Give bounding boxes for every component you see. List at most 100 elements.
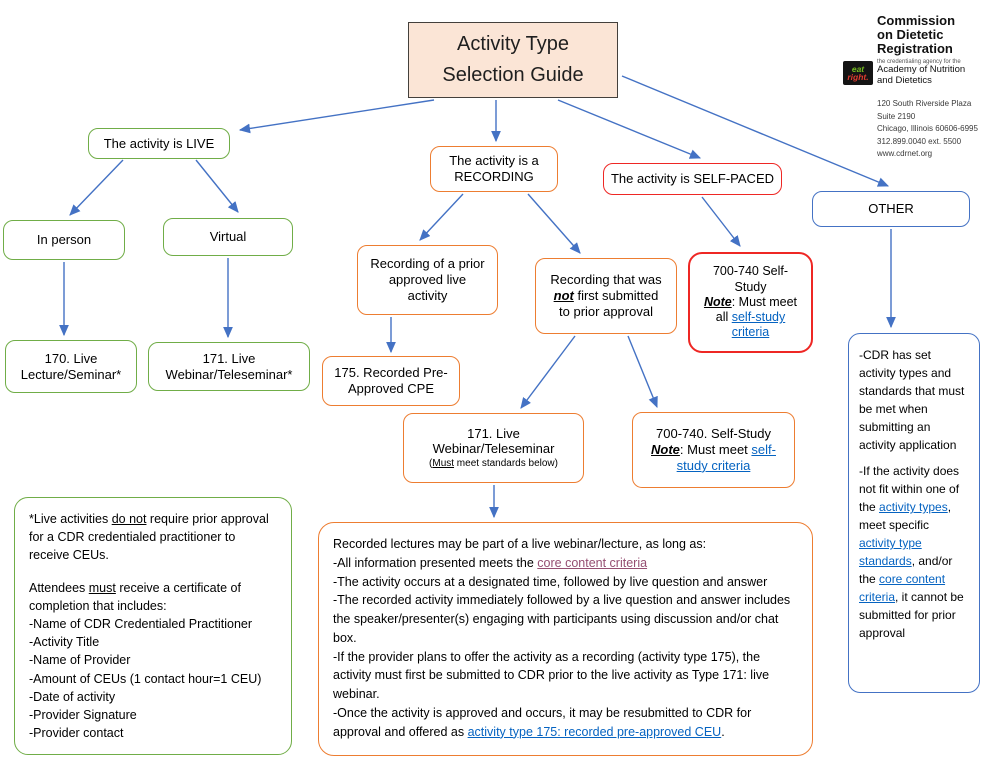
node-label: 700-740 Self-: [712, 264, 789, 279]
node-171-live-webinar: 171. Live Webinar/Teleseminar*: [148, 342, 310, 391]
self-study-criteria-link[interactable]: self-study criteria: [731, 310, 786, 340]
recorded-lecture-standards-box: Recorded lectures may be part of a live …: [318, 522, 813, 756]
node-label: Study: [734, 279, 767, 294]
self-study-criteria-link[interactable]: self-study criteria: [676, 442, 776, 473]
node-label: 170. Live: [44, 350, 98, 366]
node-label: Webinar/Teleseminar*: [165, 366, 293, 382]
note-word: Note: [651, 442, 680, 458]
other-info-paragraph: -If the activity does not fit within one…: [859, 464, 964, 640]
node-700740-selfstudy-red: 700-740 Self- Study Note: Must meet all …: [688, 252, 813, 353]
arrow-notsubmitted-to-171live: [520, 335, 576, 409]
node-label: Recording of a prior: [370, 256, 485, 272]
node-label: OTHER: [868, 201, 914, 217]
node-label: Lecture/Seminar*: [20, 366, 122, 382]
node-label: 171. Live: [467, 425, 520, 441]
node-label: to prior approval: [559, 303, 653, 319]
emphasis-must: Must: [432, 458, 455, 470]
node-label: Webinar/Teleseminar: [432, 441, 555, 457]
node-label: Approved CPE: [348, 381, 434, 396]
node-note: Note: Must meet all self-study criteria: [703, 294, 798, 340]
address-line: 120 South Riverside Plaza: [877, 99, 972, 109]
certificate-item: -Amount of CEUs (1 contact hour=1 CEU): [29, 671, 262, 686]
activity-type-175-link[interactable]: activity type 175: recorded pre-approved…: [467, 724, 722, 739]
address-line: www.cdrnet.org: [877, 148, 933, 158]
node-171-live-webinar-standards: 171. Live Webinar/Teleseminar (Must meet…: [403, 413, 584, 483]
arrow-selfpaced-to-700740: [701, 196, 741, 247]
node-recording-not-submitted: Recording that was not first submitted t…: [535, 258, 677, 334]
node-note: Note: Must meet self-study criteria: [651, 442, 776, 473]
standards-line: -All information presented meets the cor…: [333, 555, 648, 570]
arrow-title-to-live: [238, 99, 435, 134]
activity-types-link[interactable]: activity types: [879, 500, 948, 514]
node-activity-live: The activity is LIVE: [88, 128, 230, 159]
standards-line: -The activity occurs at a designated tim…: [333, 574, 768, 589]
org-name-line: Commission: [877, 13, 956, 28]
certificate-item: -Name of Provider: [29, 653, 131, 668]
eatright-eat: eat: [851, 63, 865, 74]
arrow-live-to-inperson: [69, 159, 124, 216]
node-label: 171. Live: [202, 350, 256, 366]
academy-line: Academy of Nutrition: [877, 64, 966, 76]
other-info-paragraph: -CDR has set activity types and standard…: [859, 348, 965, 452]
node-175-recorded-cpe: 175. Recorded Pre- Approved CPE: [322, 356, 460, 406]
node-in-person: In person: [3, 220, 125, 260]
emphasis-not: not: [553, 288, 574, 304]
org-name-line: Registration: [877, 41, 953, 57]
title-line2: Selection Guide: [442, 64, 584, 86]
academy-line: and Dietetics: [877, 74, 932, 86]
certificate-item: -Name of CDR Credentialed Practitioner: [29, 617, 253, 632]
node-label: The activity is LIVE: [103, 135, 215, 151]
logo-tagline: the credentialing agency for the: [877, 59, 961, 66]
live-footnote-box: *Live activities do not require prior ap…: [14, 497, 292, 755]
node-label: The activity is SELF-PACED: [610, 171, 775, 187]
certificate-item: -Activity Title: [29, 635, 100, 650]
other-info-box: -CDR has set activity types and standard…: [848, 333, 980, 693]
node-note: (Must meet standards below): [429, 458, 558, 470]
activity-type-standards-link[interactable]: activity type standards: [859, 536, 922, 568]
address-line: 312.899.0040 ext. 5500: [877, 136, 962, 146]
standards-line: -If the provider plans to offer the acti…: [333, 649, 770, 702]
arrow-recording-to-notsubmitted: [527, 193, 581, 254]
node-label: not first submitted: [553, 288, 659, 304]
arrow-title-to-selfpaced: [557, 99, 702, 159]
node-label: In person: [36, 232, 92, 248]
title-line1: Activity Type: [457, 33, 569, 55]
address-line: Suite 2190: [877, 111, 916, 121]
node-170-live-lecture: 170. Live Lecture/Seminar*: [5, 340, 137, 393]
emphasis-must: must: [88, 580, 116, 595]
standards-line: -The recorded activity immediately follo…: [333, 593, 791, 645]
footnote-paragraph: Attendees must receive a certificate of …: [29, 580, 241, 613]
arrow-recording-to-prior: [419, 193, 464, 241]
org-name-line: on Dietetic: [877, 27, 944, 43]
eatright-right: right.: [847, 72, 869, 83]
org-address: 120 South Riverside Plaza Suite 2190 Chi…: [877, 98, 988, 160]
core-content-criteria-link[interactable]: core content criteria: [859, 572, 946, 604]
node-label: The activity is a: [449, 153, 539, 169]
node-700740-selfstudy-orange: 700-740. Self-Study Note: Must meet self…: [632, 412, 795, 488]
node-other: OTHER: [812, 191, 970, 227]
arrow-live-to-virtual: [195, 159, 239, 213]
note-word: Note: [703, 294, 732, 309]
title-box: Activity Type Selection Guide: [408, 22, 618, 98]
certificate-item: -Date of activity: [29, 689, 116, 704]
node-label: Recording that was: [550, 272, 662, 288]
node-label: Virtual: [209, 229, 247, 245]
academy-name: Academy of Nutrition and Dietetics: [877, 64, 966, 86]
standards-line: -Once the activity is approved and occur…: [333, 705, 752, 739]
core-content-criteria-link[interactable]: core content criteria: [537, 555, 648, 570]
node-virtual: Virtual: [163, 218, 293, 256]
node-recording-prior-approved: Recording of a prior approved live activ…: [357, 245, 498, 315]
footnote-paragraph: *Live activities do not require prior ap…: [29, 512, 269, 563]
node-activity-selfpaced: The activity is SELF-PACED: [603, 163, 782, 195]
certificate-item: -Provider Signature: [29, 707, 137, 722]
arrow-notsubmitted-to-700740: [627, 335, 658, 409]
emphasis-do-not: do not: [111, 512, 147, 526]
node-label: 175. Recorded Pre-: [334, 365, 448, 381]
cdr-logo-block: Commission on Dietetic Registration eat …: [843, 13, 988, 160]
address-line: Chicago, Illinois 60606-6995: [877, 124, 978, 134]
node-label: RECORDING: [454, 169, 534, 184]
eatright-logo-icon: eat right.: [843, 61, 873, 86]
node-label: 700-740. Self-Study: [656, 426, 771, 442]
certificate-item: -Provider contact: [29, 725, 124, 740]
